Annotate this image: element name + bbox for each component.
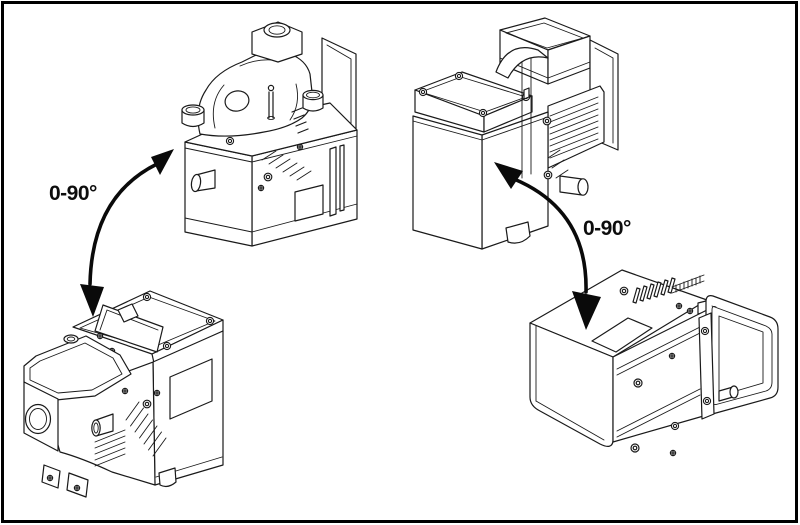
heater-illustration-vertical-right — [412, 17, 619, 250]
rotation-arrow-right-icon — [494, 162, 601, 330]
heater-illustration-horizontal-right — [529, 269, 779, 457]
type-label-plate — [169, 358, 213, 420]
rotation-angle-label-left: 0-90° — [49, 182, 97, 205]
heater-illustration-horizontal-left — [23, 290, 224, 498]
heater-illustration-vertical-left — [181, 21, 358, 247]
rotation-angle-label-right: 0-90° — [583, 217, 631, 240]
type-label-plate — [591, 317, 653, 353]
type-label-plate — [294, 184, 324, 222]
rotation-arrow-left-icon — [80, 149, 174, 317]
